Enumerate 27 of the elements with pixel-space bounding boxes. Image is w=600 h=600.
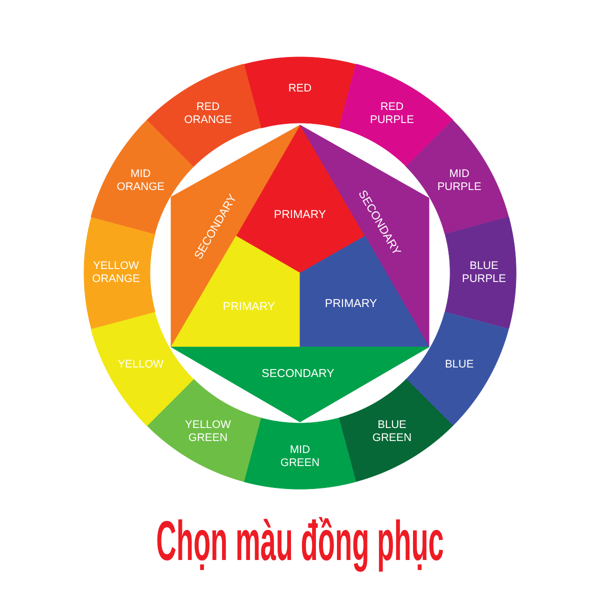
segment-label: BLUE GREEN <box>372 419 412 446</box>
segment-label: MID GREEN <box>280 444 320 470</box>
title-heading: Chọn màu đồng phục <box>156 508 444 574</box>
segment-label: MID PURPLE <box>437 168 482 194</box>
ring-segment <box>147 64 262 167</box>
ring-segment <box>406 312 509 426</box>
ring-segment <box>244 418 356 489</box>
segment-label: YELLOW GREEN <box>185 419 231 446</box>
segment-label: MID ORANGE <box>116 168 164 194</box>
segment-label: RED <box>288 82 312 96</box>
ring-segment <box>147 379 262 482</box>
segment-label: RED PURPLE <box>370 100 414 127</box>
segment-label: YELLOW <box>118 358 164 372</box>
section-label: PRIMARY <box>222 300 276 314</box>
section-label: SECONDARY <box>262 367 334 381</box>
segment-label: BLUE <box>444 358 474 372</box>
section-label: PRIMARY <box>324 297 378 311</box>
ring-segment <box>244 57 356 128</box>
inner-section <box>171 347 429 422</box>
segment-label: RED ORANGE <box>184 100 232 127</box>
ring-segment <box>84 217 156 329</box>
section-label: PRIMARY <box>274 208 326 222</box>
ring-segment <box>444 217 516 329</box>
ring-segment <box>338 64 453 167</box>
segment-label: YELLOW ORANGE <box>92 260 140 286</box>
segment-label: BLUE PURPLE <box>462 260 506 286</box>
ring-segment <box>338 379 453 482</box>
